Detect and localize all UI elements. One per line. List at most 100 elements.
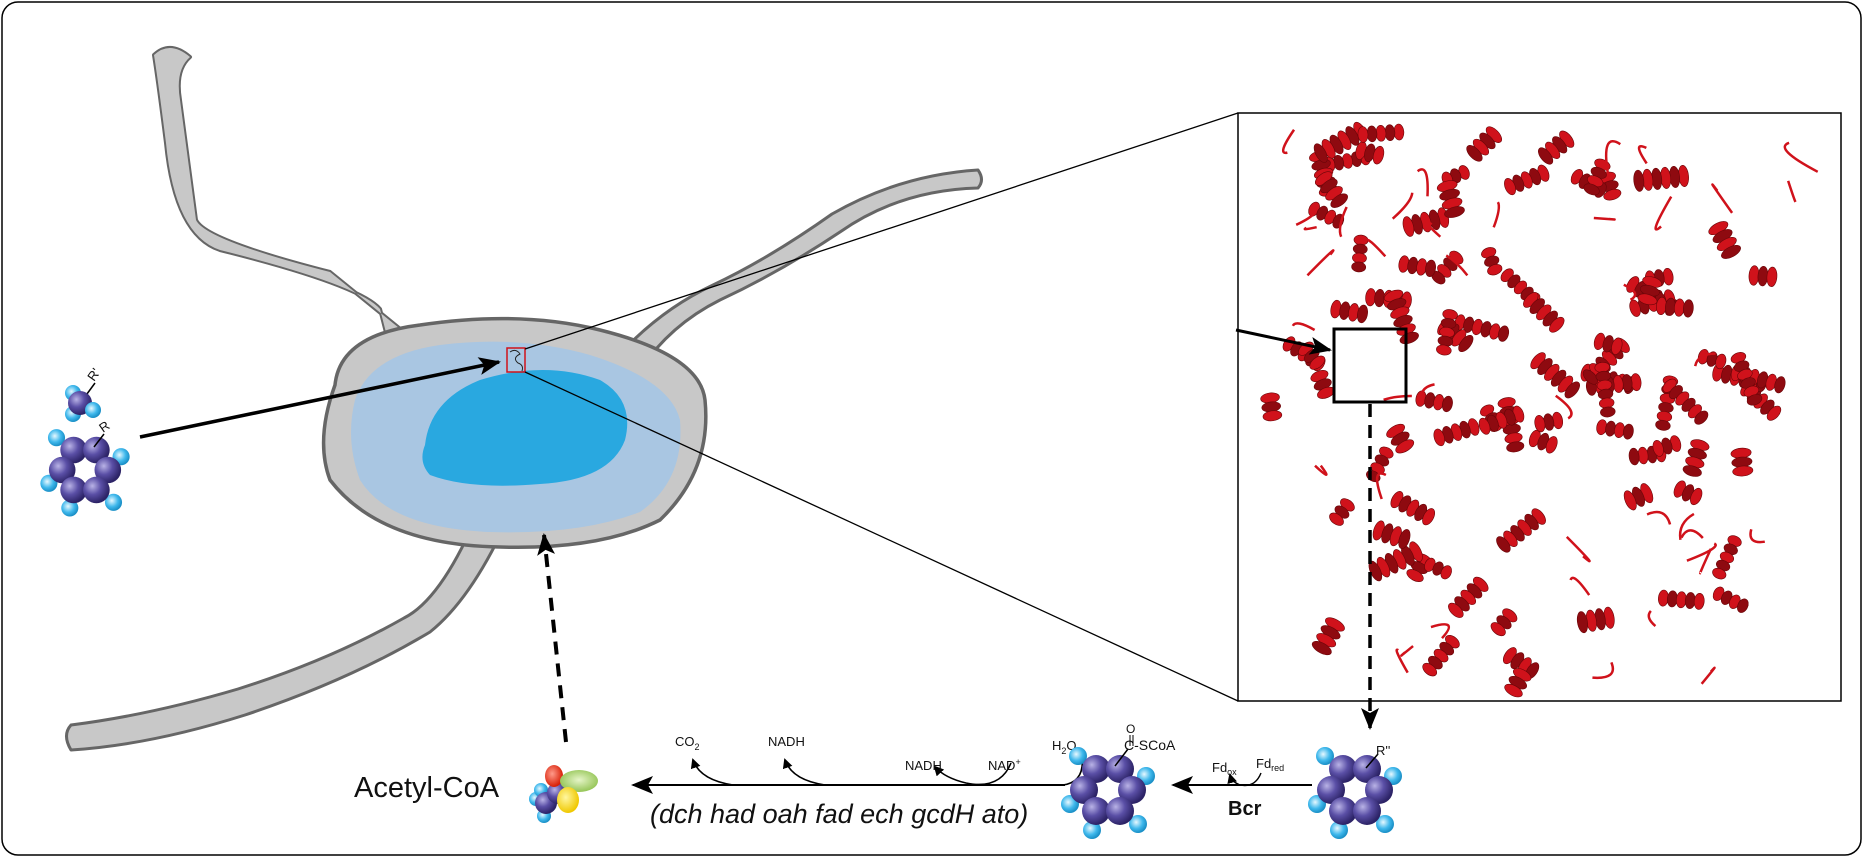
protein-helix xyxy=(1623,483,1654,511)
protein-loop xyxy=(1654,196,1673,231)
protein-loop xyxy=(1291,322,1316,332)
protein-helix xyxy=(1730,447,1754,477)
fd-red-label: Fdred xyxy=(1256,756,1284,773)
protein-loop xyxy=(1623,283,1637,301)
protein-loop xyxy=(1430,623,1451,640)
protein-helix xyxy=(1415,390,1453,413)
protein-loop xyxy=(1711,183,1734,214)
protein-loop xyxy=(1604,140,1621,175)
protein-loop xyxy=(1646,510,1672,525)
protein-helix xyxy=(1576,606,1615,634)
active-site-box xyxy=(1332,327,1408,404)
protein-helix xyxy=(1712,586,1749,613)
protein-helix xyxy=(1355,141,1385,165)
protein-loop xyxy=(1383,394,1412,402)
protein-helix xyxy=(1386,423,1415,454)
protein-loop xyxy=(1698,548,1713,575)
protein-helix xyxy=(1730,352,1763,406)
protein-loop xyxy=(1680,529,1704,539)
protein-loop xyxy=(1391,192,1414,220)
thioester-label: C-SCoA xyxy=(1124,737,1176,753)
protein-helix xyxy=(1308,201,1345,229)
protein-helix xyxy=(1528,429,1558,454)
protein-helix xyxy=(1422,634,1460,677)
nad-plus-label: NAD+ xyxy=(988,757,1021,773)
acetyl-coa-label: Acetyl-CoA xyxy=(354,772,500,804)
co2-label: CO2 xyxy=(675,734,700,752)
protein-loop xyxy=(1400,645,1414,657)
protein-loop xyxy=(1593,216,1616,221)
protein-loop xyxy=(1555,394,1573,420)
protein-helix xyxy=(1496,508,1546,553)
zoom-line-bottom xyxy=(524,371,1239,702)
protein-loop xyxy=(1693,352,1716,367)
substituted-aromatic-molecule: R'' xyxy=(1308,741,1402,839)
protein-helix xyxy=(1673,480,1703,506)
acetyl-coa-molecule xyxy=(529,765,598,823)
protein-helix xyxy=(1330,299,1368,324)
protein-helix xyxy=(1260,392,1283,422)
protein-loop xyxy=(1365,238,1387,258)
protein-helix xyxy=(1433,418,1480,447)
protein-loop xyxy=(1295,206,1317,226)
nucleoid xyxy=(422,370,628,486)
protein-loop xyxy=(1783,141,1819,173)
protein-helix xyxy=(1523,292,1565,333)
protein-helix xyxy=(1329,498,1355,526)
protein-helix xyxy=(1481,247,1503,276)
protein-loop xyxy=(1637,145,1648,165)
h2o-label: H2O xyxy=(1052,738,1077,756)
nadh-label-2: NADH xyxy=(905,758,942,773)
protein-helix xyxy=(1538,130,1575,165)
protein-helix xyxy=(1662,378,1709,425)
protein-helix xyxy=(1314,171,1348,208)
protein-loop xyxy=(1492,201,1501,228)
protein-helix xyxy=(1436,309,1458,356)
protein-helix xyxy=(1658,589,1705,610)
protein-location-box xyxy=(506,347,526,373)
protein-helix xyxy=(1424,557,1452,580)
protein-loop xyxy=(1592,661,1615,680)
protein-helix xyxy=(1633,165,1689,192)
protein-helix xyxy=(1398,255,1436,277)
protein-helix xyxy=(1534,411,1564,433)
protein-miniature-icon xyxy=(509,349,523,372)
fd-ox-label: Fdox xyxy=(1212,760,1237,777)
protein-helix xyxy=(1351,234,1369,273)
protein-loop xyxy=(1749,529,1765,544)
protein-helix xyxy=(1311,617,1345,656)
protein-helix xyxy=(1490,608,1518,637)
protein-loop xyxy=(1375,472,1387,500)
protein-loop xyxy=(1445,254,1469,277)
protein-helix xyxy=(1656,296,1694,318)
protein-loop xyxy=(1700,666,1716,685)
protein-helix xyxy=(1504,668,1532,698)
benzoyl-coa-molecule: C-SCoA O xyxy=(1061,722,1176,839)
protein-loop xyxy=(1678,512,1695,540)
protein-helix xyxy=(1748,265,1778,287)
zoom-line-top xyxy=(524,112,1239,350)
protein-helix xyxy=(1372,520,1411,549)
protein-helix xyxy=(1637,276,1663,306)
protein-loop xyxy=(1647,610,1657,627)
active-site-arrow xyxy=(1235,328,1332,355)
protein-structure-image xyxy=(1260,121,1819,698)
protein-helix xyxy=(1712,535,1742,580)
protein-loop xyxy=(1303,225,1317,231)
protein-helix xyxy=(1402,207,1450,237)
protein-loop xyxy=(1314,464,1328,476)
ferredoxin-arc xyxy=(1227,772,1262,787)
protein-loop xyxy=(1395,648,1409,674)
protein-helix xyxy=(1466,126,1503,162)
protein-helix xyxy=(1530,352,1580,399)
protein-helix xyxy=(1357,123,1405,143)
protein-helix xyxy=(1682,439,1710,477)
protein-helix xyxy=(1310,370,1335,399)
protein-helix xyxy=(1596,419,1634,440)
protein-loop xyxy=(1306,249,1335,277)
nadh-label-1: NADH xyxy=(768,734,805,749)
protein-loop xyxy=(1786,180,1797,203)
protein-loop xyxy=(1565,535,1591,563)
bacterial-cell xyxy=(65,46,983,752)
protein-helix xyxy=(1448,576,1489,618)
